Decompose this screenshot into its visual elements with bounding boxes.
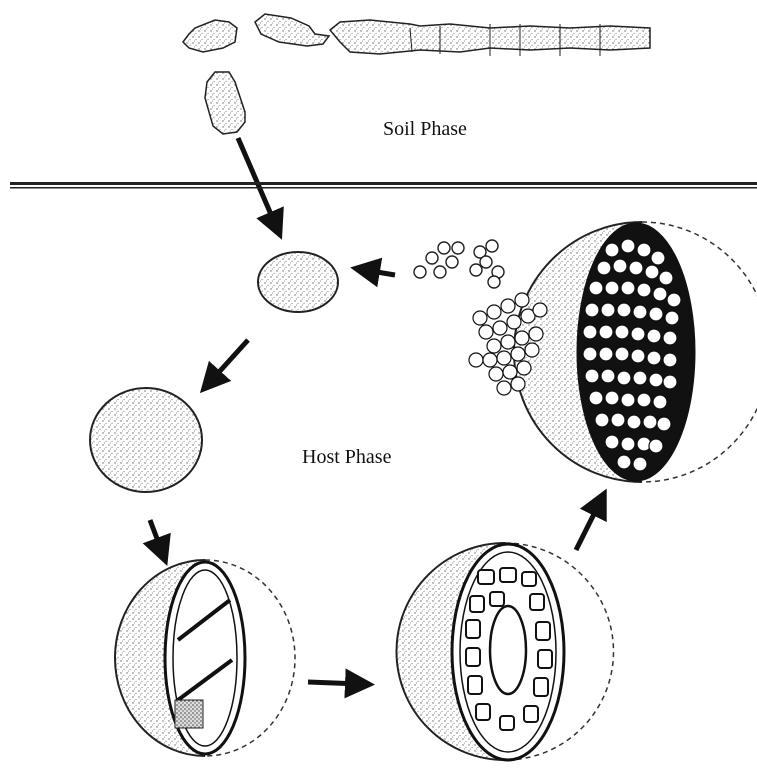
sectioned-cyst-early	[115, 560, 295, 756]
arrow-left	[365, 270, 395, 275]
spore-cluster	[414, 240, 504, 288]
phase-divider	[10, 182, 757, 189]
host-phase-label: Host Phase	[302, 446, 391, 469]
arrow-down-left	[210, 340, 248, 382]
soil-phase-label: Soil Phase	[383, 118, 467, 141]
spore-chain	[183, 14, 650, 56]
mature-cyst	[469, 222, 757, 482]
single-spore	[205, 72, 245, 134]
small-cyst	[258, 252, 338, 312]
sectioned-cyst-mid	[397, 543, 614, 760]
arrow-up-right	[576, 502, 600, 550]
arrow-down-2	[150, 520, 162, 552]
arrow-right	[308, 682, 360, 684]
large-cyst	[90, 388, 202, 492]
